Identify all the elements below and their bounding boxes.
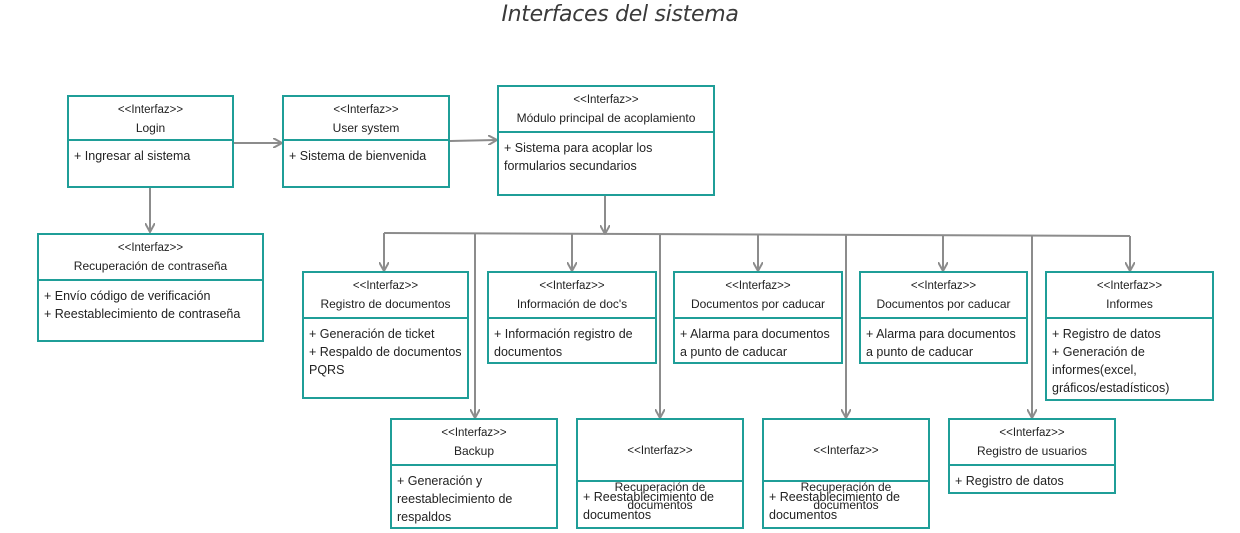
- operation-item: + Registro de datos: [955, 474, 1064, 488]
- registro-documentos-interface-box: <<Interfaz>> Registro de documentos + Ge…: [302, 271, 469, 399]
- recuperacion-documentos-2-header: <<Interfaz>> Recuperación de documentos: [764, 420, 928, 512]
- diagram-title: Interfaces del sistema: [501, 2, 739, 27]
- docs-por-caducar-2-body: + Alarma para documentos a punto de cadu…: [861, 319, 1026, 361]
- informacion-docs-body: + Información registro de documentos: [489, 319, 655, 361]
- docs-por-caducar-body: + Alarma para documentos a punto de cadu…: [675, 319, 841, 361]
- registro-documentos-body: + Generación de ticket + Respaldo de doc…: [304, 319, 467, 379]
- informes-header: <<Interfaz>> Informes: [1047, 273, 1212, 319]
- informacion-docs-interface-box: <<Interfaz>> Información de doc's + Info…: [487, 271, 657, 364]
- stereotype-label: <<Interfaz>>: [352, 280, 419, 292]
- recuperacion-documentos-2-interface-box: <<Interfaz>> Recuperación de documentos …: [762, 418, 930, 529]
- backup-header: <<Interfaz>> Backup: [392, 420, 556, 466]
- recuperacion-documentos-interface-box: <<Interfaz>> Recuperación de documentos …: [576, 418, 744, 529]
- operation-item: + Generación de ticket: [309, 327, 435, 341]
- interface-name: Recuperación de contraseña: [73, 259, 228, 273]
- stereotype-label: <<Interfaz>>: [333, 104, 399, 116]
- registro-usuarios-body: + Registro de datos: [950, 466, 1114, 490]
- login-interface-box: <<Interfaz>> Login + Ingresar al sistema: [67, 95, 234, 188]
- operation-item: + Sistema para acoplar los formularios s…: [504, 141, 653, 173]
- stereotype-label: <<Interfaz>>: [910, 280, 977, 292]
- interface-name: Backup: [453, 444, 495, 458]
- operation-item: + Respaldo de documentos PQRS: [309, 345, 462, 377]
- interface-name: Información de doc's: [516, 297, 628, 311]
- interface-name: Documentos por caducar: [876, 297, 1011, 311]
- arrow-user-system-to-modulo: [449, 140, 496, 141]
- registro-documentos-header: <<Interfaz>> Registro de documentos: [304, 273, 467, 319]
- stereotype-label: <<Interfaz>>: [117, 104, 184, 116]
- login-body: + Ingresar al sistema: [69, 141, 232, 165]
- stereotype-label: <<Interfaz>>: [117, 242, 184, 254]
- login-header: <<Interfaz>> Login: [69, 97, 232, 141]
- recuperacion-documentos-header: <<Interfaz>> Recuperación de documentos: [578, 420, 742, 512]
- stereotype-label: <<Interfaz>>: [627, 445, 693, 457]
- stereotype-label: <<Interfaz>>: [539, 280, 605, 292]
- operation-item: + Reestablecimiento de documentos: [583, 490, 714, 522]
- interface-name: Módulo principal de acoplamiento: [516, 111, 696, 125]
- docs-por-caducar-2-interface-box: <<Interfaz>> Documentos por caducar + Al…: [859, 271, 1028, 364]
- recuperacion-contrasena-header: <<Interfaz>> Recuperación de contraseña: [39, 235, 262, 281]
- informacion-docs-header: <<Interfaz>> Información de doc's: [489, 273, 655, 319]
- interface-name: Documentos por caducar: [690, 297, 826, 311]
- recuperacion-contrasena-interface-box: <<Interfaz>> Recuperación de contraseña …: [37, 233, 264, 342]
- operation-item: + Ingresar al sistema: [74, 149, 191, 163]
- operation-item: + Información registro de documentos: [494, 327, 633, 359]
- recuperacion-contrasena-body: + Envío código de verificación + Reestab…: [39, 281, 262, 323]
- operation-item: + Reestablecimiento de documentos: [769, 490, 900, 522]
- recuperacion-documentos-body: + Reestablecimiento de documentos: [578, 482, 742, 524]
- user-system-body: + Sistema de bienvenida: [284, 141, 448, 165]
- stereotype-label: <<Interfaz>>: [813, 445, 879, 457]
- modulo-principal-interface-box: <<Interfaz>> Módulo principal de acoplam…: [497, 85, 715, 196]
- registro-usuarios-header: <<Interfaz>> Registro de usuarios: [950, 420, 1114, 466]
- stereotype-label: <<Interfaz>>: [999, 427, 1065, 439]
- operation-item: + Sistema de bienvenida: [289, 149, 427, 163]
- operation-item: + Reestablecimiento de contraseña: [44, 307, 241, 321]
- operation-item: + Alarma para documentos a punto de cadu…: [866, 327, 1016, 359]
- user-system-header: <<Interfaz>> User system: [284, 97, 448, 141]
- interface-name: Registro de documentos: [320, 297, 451, 311]
- interface-name: Recuperación de documentos: [800, 480, 892, 512]
- interface-name: Registro de usuarios: [976, 444, 1088, 458]
- docs-por-caducar-header: <<Interfaz>> Documentos por caducar: [675, 273, 841, 319]
- stereotype-label: <<Interfaz>>: [1096, 280, 1163, 292]
- operation-item: + Generación de informes(excel, gráficos…: [1052, 345, 1170, 395]
- informes-interface-box: <<Interfaz>> Informes + Registro de dato…: [1045, 271, 1214, 401]
- docs-por-caducar-2-header: <<Interfaz>> Documentos por caducar: [861, 273, 1026, 319]
- backup-interface-box: <<Interfaz>> Backup + Generación y reest…: [390, 418, 558, 529]
- docs-por-caducar-interface-box: <<Interfaz>> Documentos por caducar + Al…: [673, 271, 843, 364]
- stereotype-label: <<Interfaz>>: [441, 427, 507, 439]
- interface-name: User system: [332, 121, 400, 135]
- user-system-interface-box: <<Interfaz>> User system + Sistema de bi…: [282, 95, 450, 188]
- informes-body: + Registro de datos + Generación de info…: [1047, 319, 1212, 397]
- interface-name: Informes: [1106, 297, 1153, 311]
- interface-name: Recuperación de documentos: [614, 480, 706, 512]
- backup-body: + Generación y reestablecimiento de resp…: [392, 466, 556, 526]
- stereotype-label: <<Interfaz>>: [573, 94, 639, 106]
- operation-item: + Envío código de verificación: [44, 289, 211, 303]
- stereotype-label: <<Interfaz>>: [725, 280, 791, 292]
- registro-usuarios-interface-box: <<Interfaz>> Registro de usuarios + Regi…: [948, 418, 1116, 494]
- operation-item: + Generación y reestablecimiento de resp…: [397, 474, 513, 524]
- recuperacion-documentos-2-body: + Reestablecimiento de documentos: [764, 482, 928, 524]
- operation-item: + Alarma para documentos a punto de cadu…: [680, 327, 830, 359]
- modulo-principal-header: <<Interfaz>> Módulo principal de acoplam…: [499, 87, 713, 133]
- operation-item: + Registro de datos: [1052, 327, 1161, 341]
- modulo-principal-body: + Sistema para acoplar los formularios s…: [499, 133, 713, 175]
- interface-name: Login: [135, 121, 166, 135]
